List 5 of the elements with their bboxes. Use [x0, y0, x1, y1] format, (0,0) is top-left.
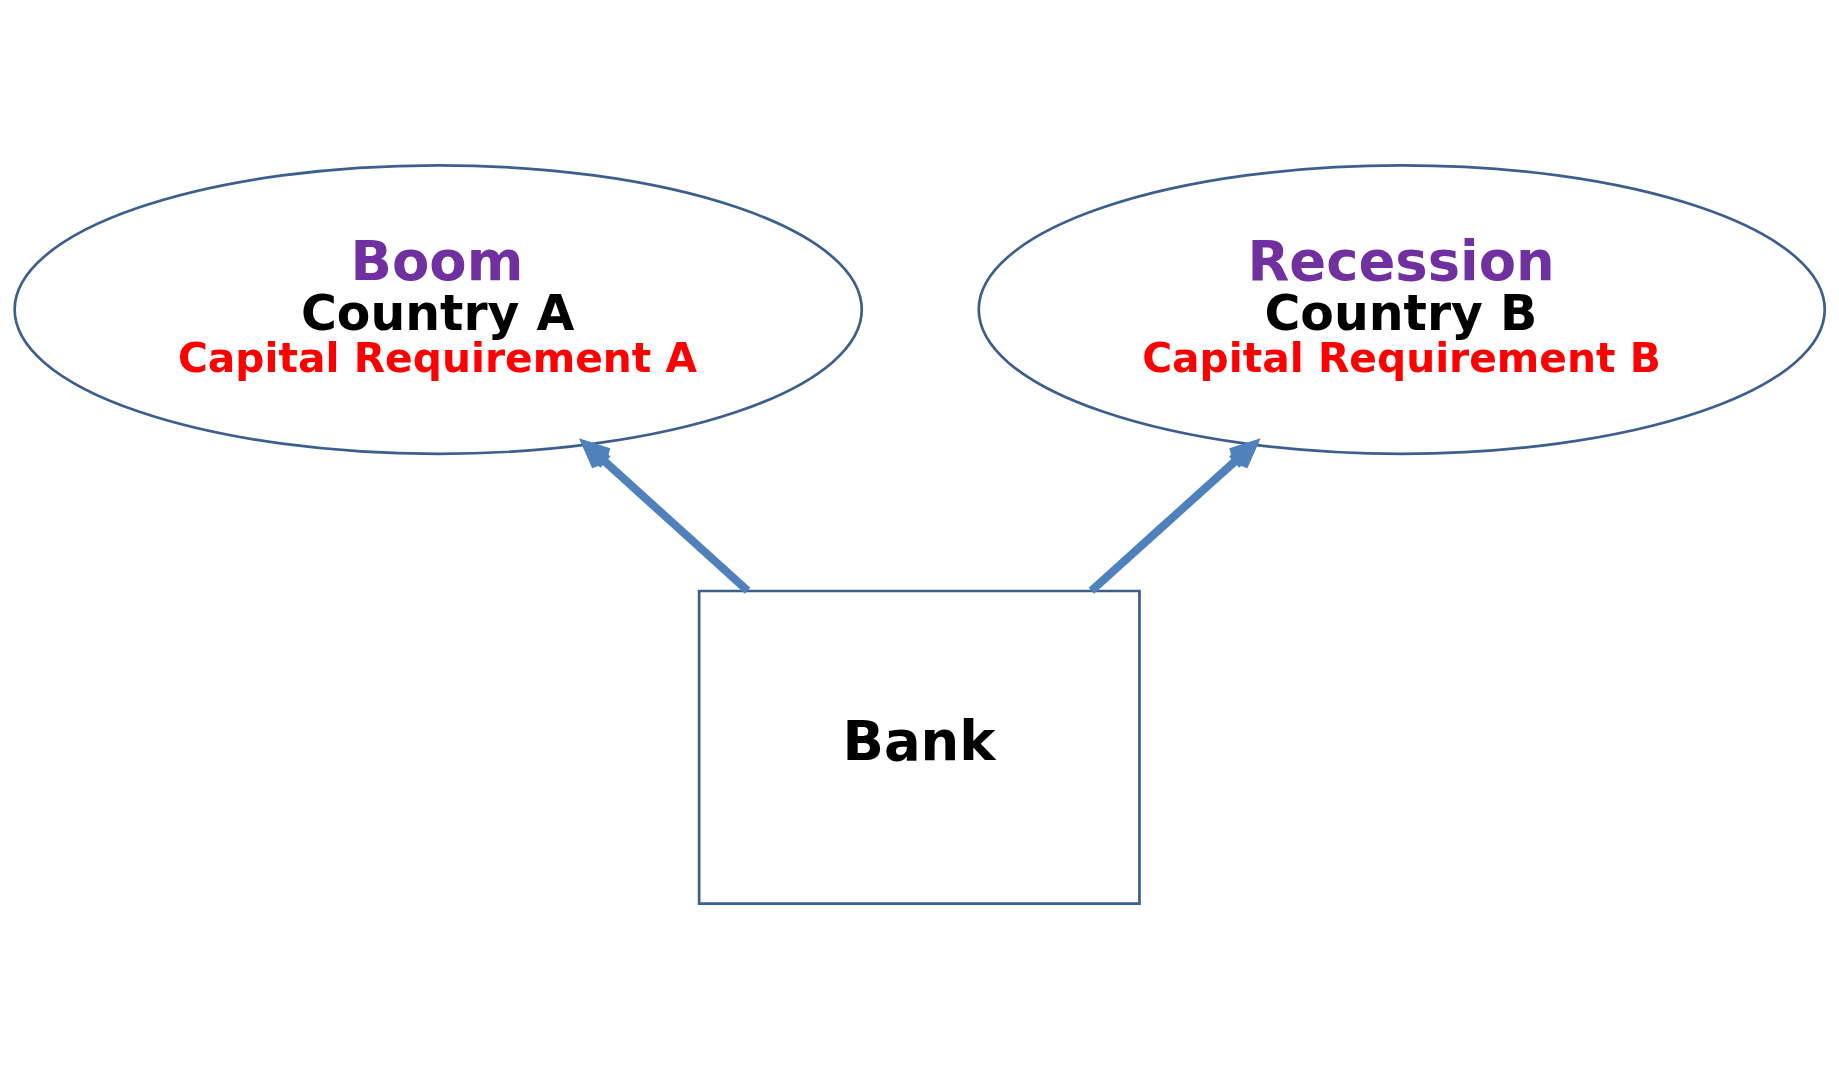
node-ellipse: Recession Country B Capital Requirement B	[977, 164, 1827, 456]
node-box: Bank	[697, 589, 1141, 905]
arrow	[582, 440, 751, 594]
arrow	[1088, 440, 1258, 594]
node-ellipse: Boom Country A Capital Requirement A	[13, 164, 864, 456]
